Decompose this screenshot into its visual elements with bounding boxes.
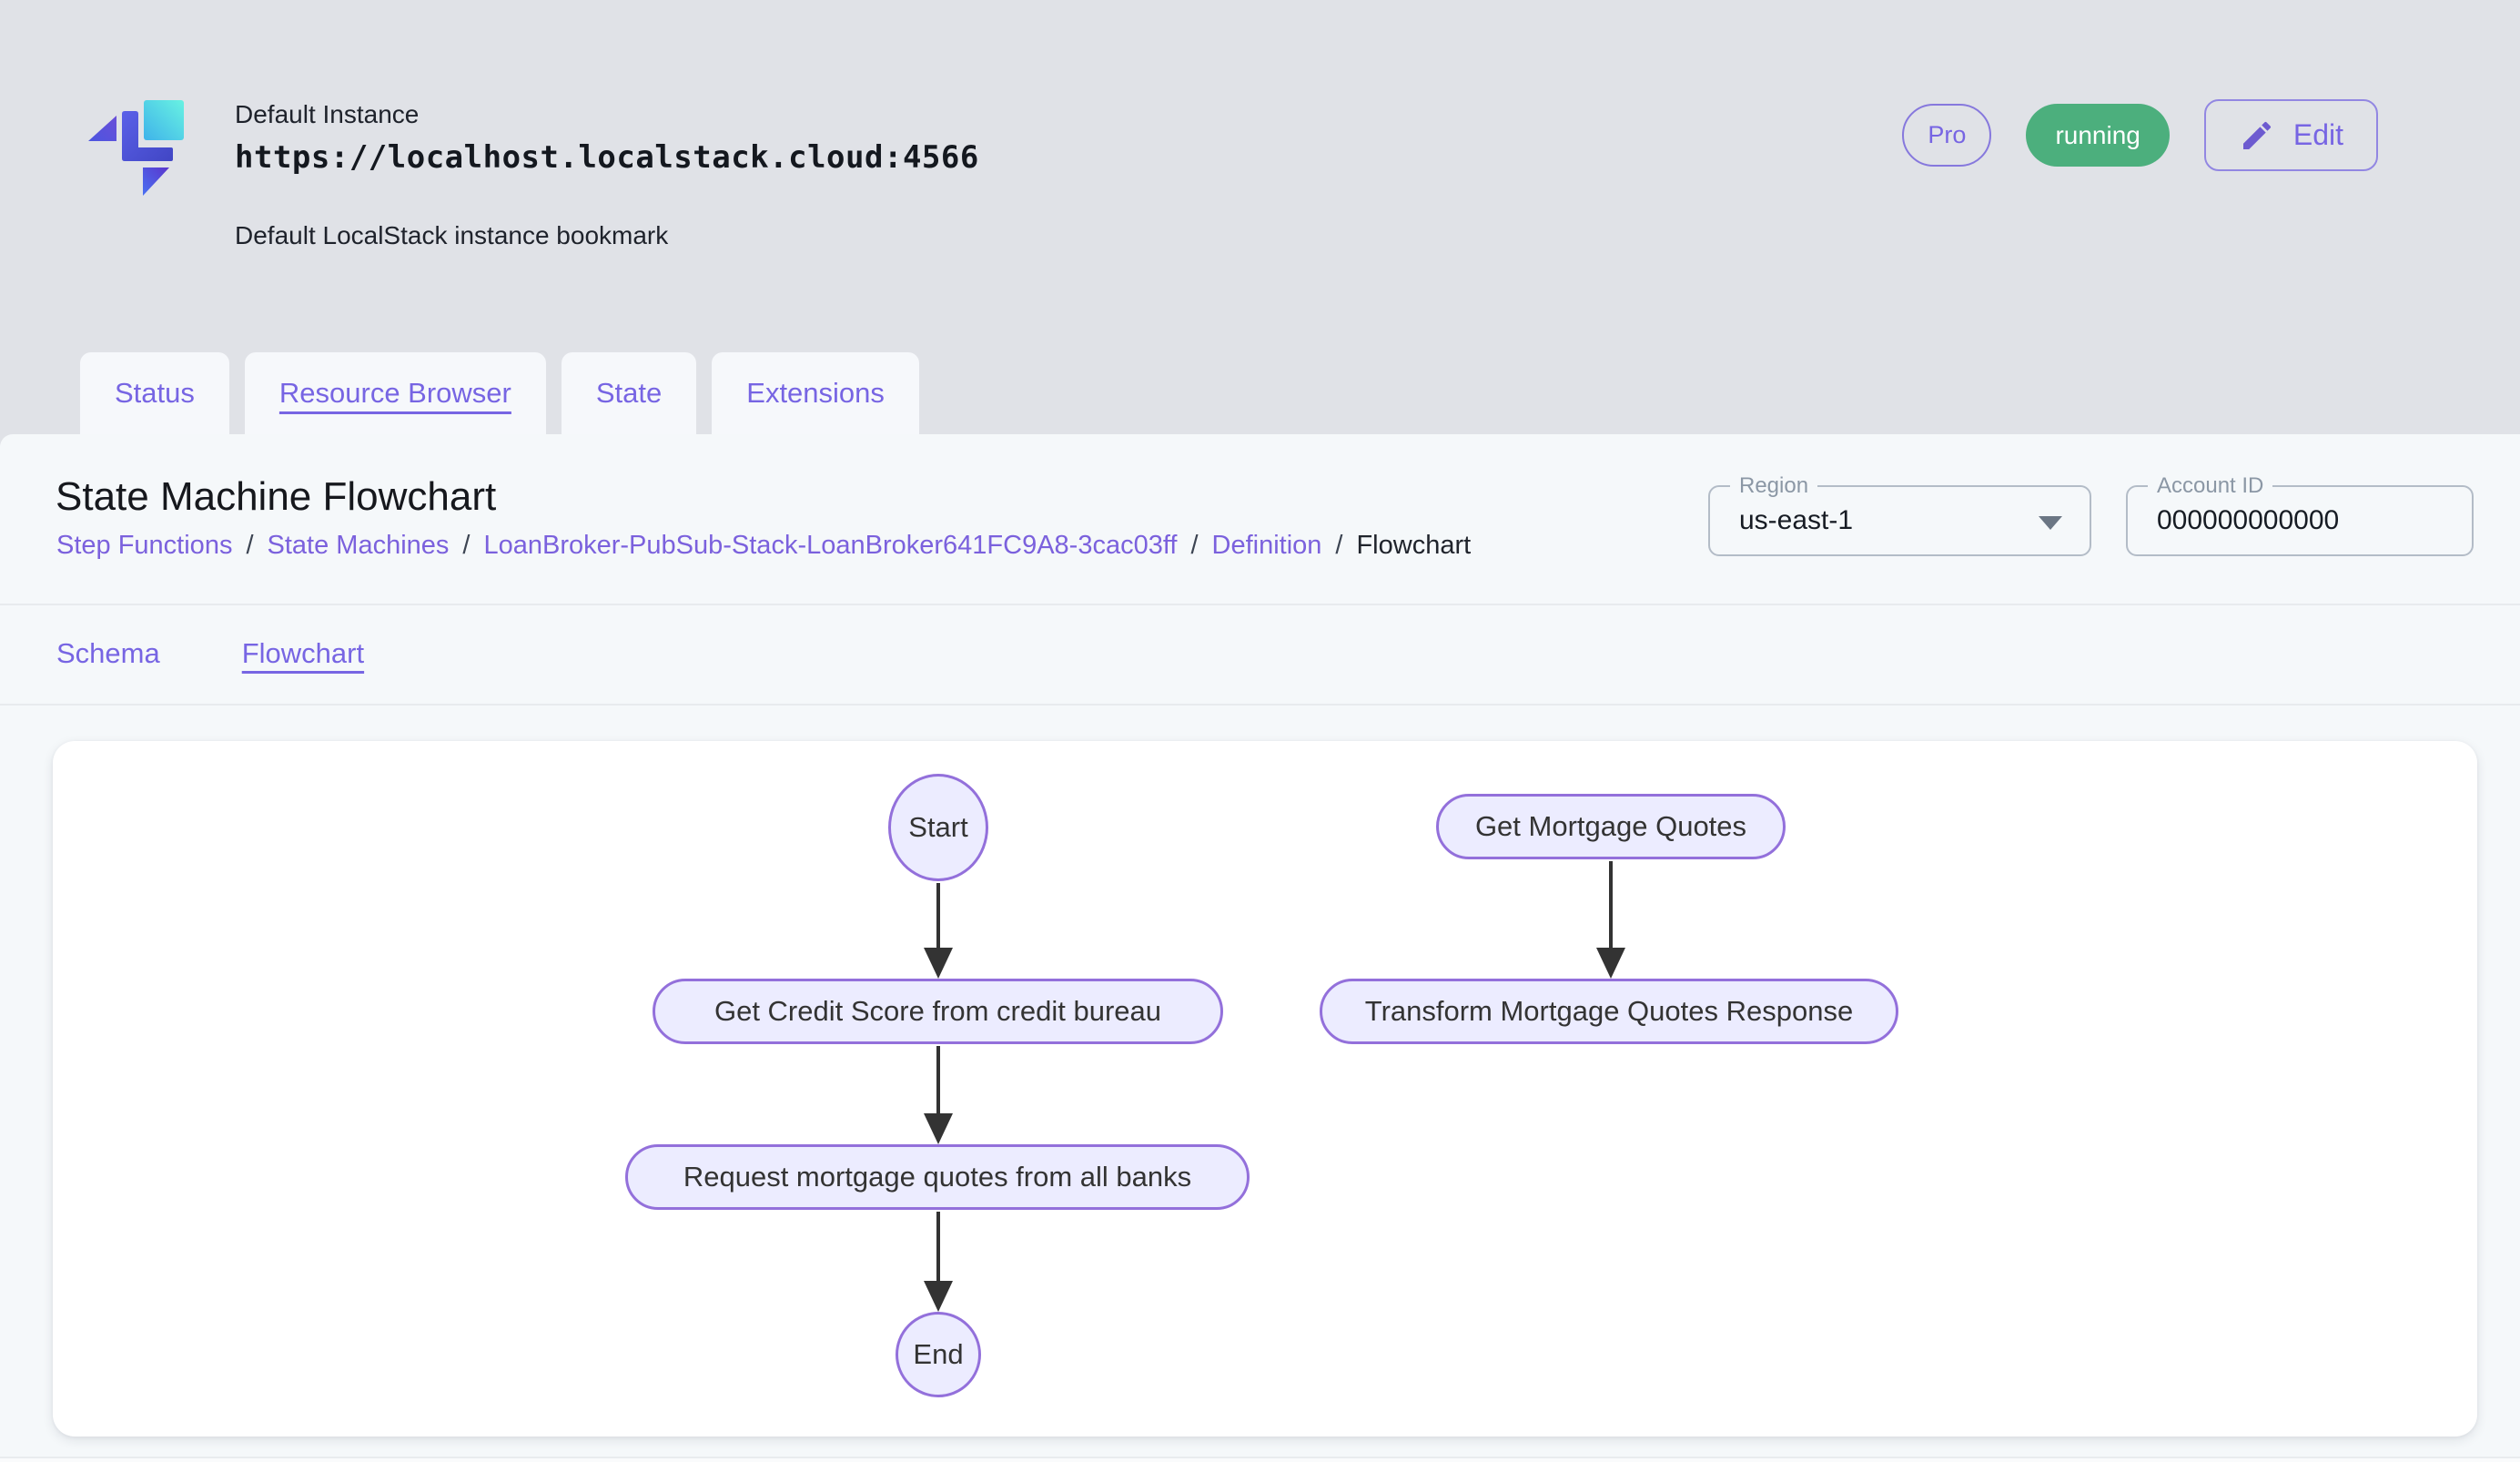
status-badge: running [2026, 104, 2170, 167]
tab-status-label: Status [115, 377, 195, 409]
flow-node-get-credit-score: Get Credit Score from credit bureau [653, 979, 1223, 1044]
instance-description: Default LocalStack instance bookmark [235, 221, 669, 249]
account-id-field: Account ID [2126, 473, 2474, 556]
breadcrumb-definition[interactable]: Definition [1211, 531, 1322, 560]
subtab-flowchart[interactable]: Flowchart [241, 637, 365, 669]
instance-name: Default Instance [235, 100, 420, 128]
tab-resource-browser[interactable]: Resource Browser [244, 352, 546, 434]
edit-button-label: Edit [2292, 118, 2343, 151]
instance-header: Default Instance https://localhost.local… [0, 0, 2520, 352]
subtab-schema[interactable]: Schema [56, 637, 160, 669]
pencil-icon [2242, 121, 2271, 149]
flow-node-start: Start [888, 774, 988, 881]
next-section-edge [0, 1457, 2520, 1462]
flowchart-edges [924, 861, 1625, 1312]
subtab-divider [0, 704, 2520, 706]
flow-node-end: End [896, 1312, 981, 1397]
region-select[interactable]: Region us-east-1 [1708, 473, 2091, 556]
dropdown-arrow-icon [2039, 516, 2062, 530]
instance-url: https://localhost.localstack.cloud:4566 [235, 139, 979, 176]
header-actions: Pro running Edit [1902, 99, 2378, 171]
account-id-input[interactable] [2128, 487, 2472, 554]
pro-badge: Pro [1902, 104, 1992, 167]
tab-state-label: State [595, 377, 663, 409]
breadcrumb-separator: / [1190, 531, 1199, 560]
breadcrumb-current: Flowchart [1356, 531, 1472, 560]
breadcrumb-separator: / [462, 531, 471, 560]
instance-info: Default Instance https://localhost.local… [235, 100, 979, 250]
tab-status[interactable]: Status [80, 352, 229, 434]
page-title: State Machine Flowchart [56, 474, 497, 519]
resource-browser-panel: State Machine Flowchart Step Functions /… [0, 434, 2520, 1462]
region-select-value: us-east-1 [1739, 505, 1854, 535]
tab-extensions[interactable]: Extensions [712, 352, 919, 434]
breadcrumb-state-machines[interactable]: State Machines [267, 531, 450, 560]
breadcrumb-separator: / [246, 531, 254, 560]
flow-node-transform-response: Transform Mortgage Quotes Response [1320, 979, 1898, 1044]
tab-resource-browser-label: Resource Browser [278, 377, 511, 409]
tab-extensions-label: Extensions [746, 377, 885, 409]
edit-button[interactable]: Edit [2203, 99, 2378, 171]
main-tabs: Status Resource Browser State Extensions [80, 352, 919, 434]
breadcrumb-state-machine-name[interactable]: LoanBroker-PubSub-Stack-LoanBroker641FC9… [483, 531, 1178, 560]
breadcrumb-step-functions[interactable]: Step Functions [56, 531, 233, 560]
flow-node-request-quotes: Request mortgage quotes from all banks [625, 1144, 1250, 1210]
definition-subtabs: Schema Flowchart [56, 604, 364, 704]
breadcrumb-separator: / [1335, 531, 1343, 560]
flow-node-get-mortgage-quotes: Get Mortgage Quotes [1436, 794, 1786, 859]
header-divider [0, 604, 2520, 605]
tab-state[interactable]: State [561, 352, 697, 434]
region-select-label: Region [1730, 473, 1818, 499]
flowchart-card: Start Get Credit Score from credit burea… [53, 741, 2477, 1437]
breadcrumb: Step Functions / State Machines / LoanBr… [56, 531, 1471, 561]
localstack-logo [88, 100, 184, 196]
